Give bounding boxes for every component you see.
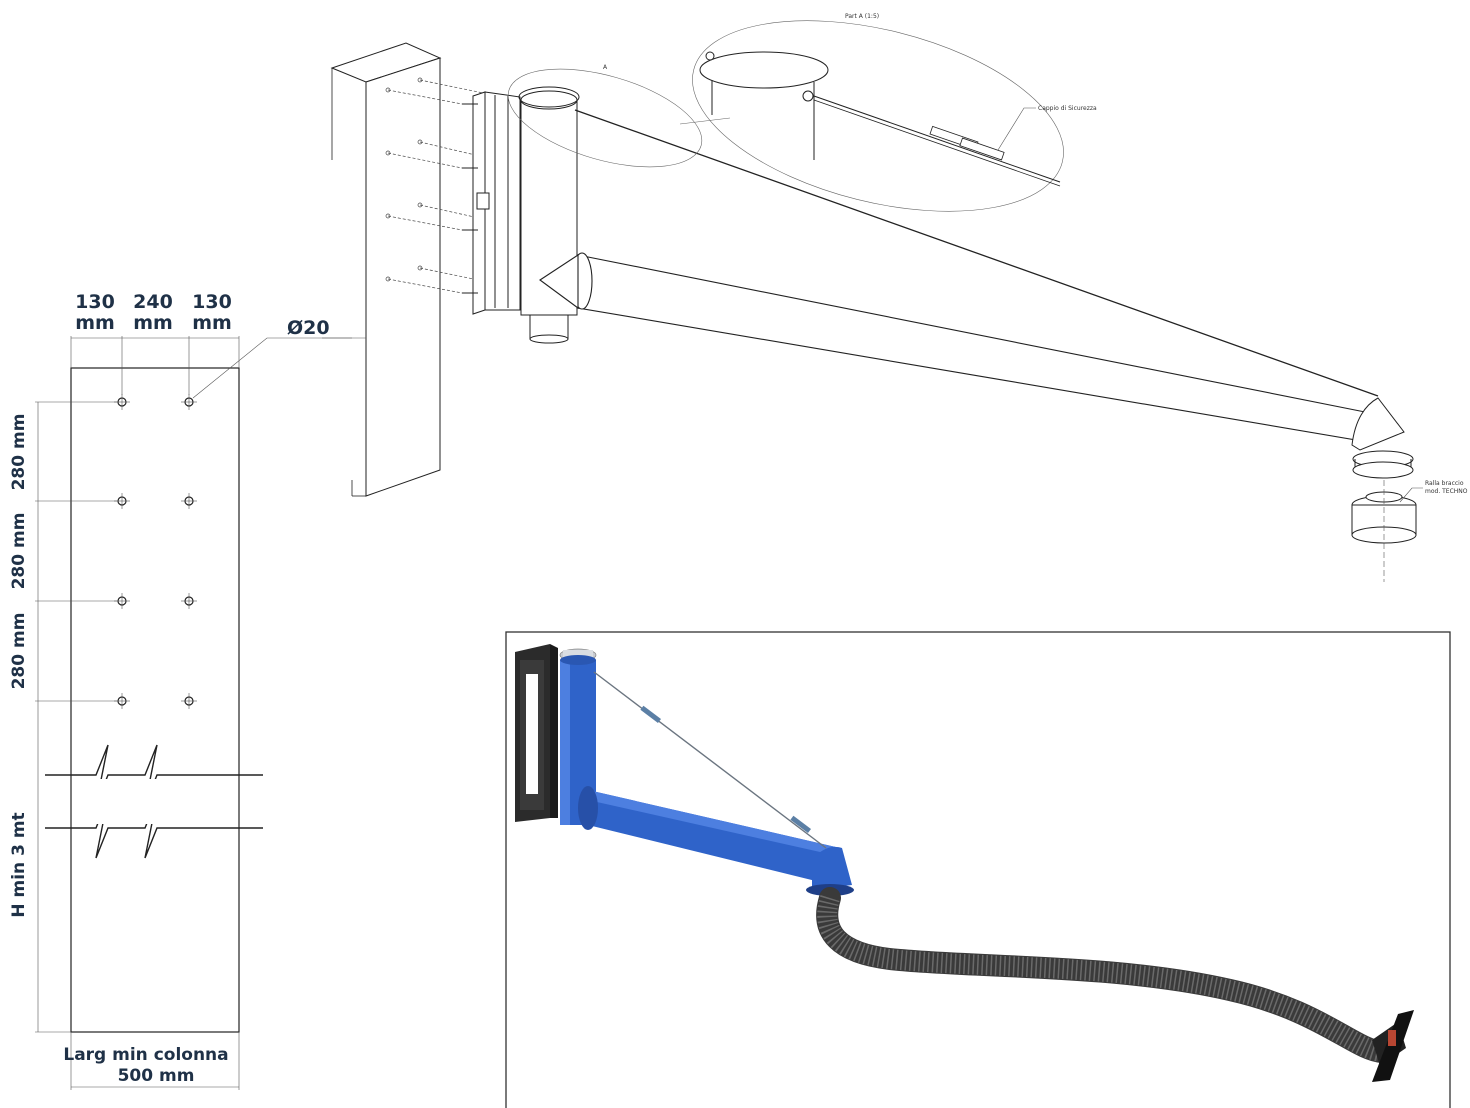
hole [181, 493, 197, 509]
bottom-dimension: Larg min colonna 500 mm [63, 1032, 240, 1090]
detail-callout: Cappio di Sicurezza [1038, 105, 1097, 112]
height-label: H min 3 mt [9, 812, 29, 917]
render-turnbuckle [640, 705, 661, 724]
vertical-dimension: 280 mm 280 mm 280 mm H min 3 mt [9, 401, 118, 1033]
render-vertical-tube [559, 648, 597, 825]
arm-elbow [1351, 397, 1414, 479]
hole [181, 593, 197, 609]
detail-view: Part A (1:5) Cappio di Sicurezza [692, 13, 1097, 212]
column-plan: 130 mm 240 mm 130 mm Ø20 [9, 291, 352, 1090]
detail-title: Part A (1:5) [845, 13, 879, 20]
detail-ring-small [507, 68, 703, 168]
detail-ring-large [692, 20, 1064, 212]
base-callout-leader [1399, 487, 1423, 503]
min-column-width-value: 500 mm [118, 1066, 195, 1086]
arm-beam [539, 252, 1366, 441]
isometric-drawing: Ralla braccio mod. TECHNO A Part A (1:5)… [322, 13, 1468, 582]
base-callout-1: Ralla braccio [1425, 480, 1464, 487]
detail-letter: A [603, 64, 608, 71]
render-hose [816, 887, 1393, 1063]
hole [181, 394, 197, 410]
top-dimension: 130 mm 240 mm 130 mm [70, 291, 240, 395]
vertical-tube [518, 86, 580, 344]
spacing-label-3: 280 mm [9, 613, 29, 690]
hole-diameter-label: Ø20 [287, 317, 330, 339]
width-unit-mid: mm [133, 312, 173, 334]
wall-pillar [322, 42, 442, 497]
render-frame [505, 631, 1451, 1108]
swivel-base [1351, 480, 1417, 582]
anchor-holes [114, 394, 197, 709]
hole [181, 693, 197, 709]
column-outline [70, 367, 240, 1033]
width-label-left: 130 [75, 291, 115, 313]
render-tie-cable [593, 671, 827, 849]
width-unit-left: mm [75, 312, 115, 334]
spacing-label-2: 280 mm [9, 513, 29, 590]
tie-cable [574, 109, 1379, 397]
render-arm [578, 786, 854, 896]
render-panel [505, 631, 1451, 1108]
detail-callout-leader [997, 107, 1036, 151]
render-turnbuckle-2 [790, 815, 811, 834]
spacing-label-1: 280 mm [9, 414, 29, 491]
min-column-width-label: Larg min colonna [63, 1045, 228, 1065]
bracket-plate [462, 91, 521, 315]
render-nozzle [1372, 1010, 1414, 1082]
base-callout-2: mod. TECHNO [1425, 488, 1468, 495]
width-label-right: 130 [192, 291, 232, 313]
width-unit-right: mm [192, 312, 232, 334]
render-wall-bracket [515, 644, 558, 822]
width-label-mid: 240 [133, 291, 173, 313]
break-gap [72, 779, 238, 824]
